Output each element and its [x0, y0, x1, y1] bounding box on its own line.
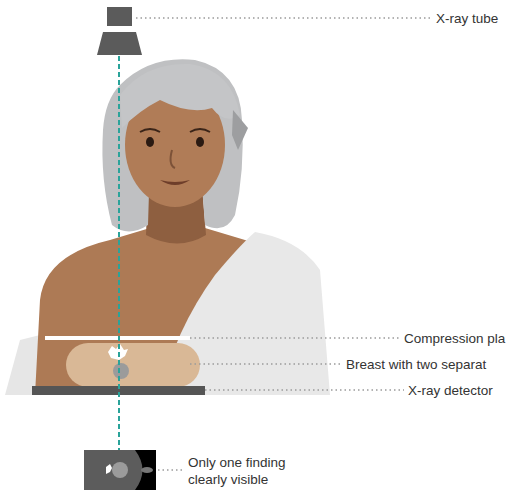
mammogram-image	[84, 450, 156, 490]
leader-line	[190, 337, 400, 339]
part-label: Compression pla	[404, 330, 505, 347]
tube-housing	[107, 7, 132, 26]
leader-line	[205, 389, 404, 391]
hair-fringe	[120, 64, 240, 128]
mouth	[160, 180, 190, 185]
part-label: X-ray tube	[436, 10, 498, 27]
leader-line	[136, 17, 432, 19]
part-label: Breast with two separat	[346, 356, 486, 373]
finding-round	[113, 363, 129, 379]
leader-line	[158, 469, 184, 471]
result-note: Only one finding clearly visible	[188, 454, 328, 488]
leader-line	[190, 363, 342, 365]
part-label: X-ray detector	[408, 382, 493, 399]
tube-collimator	[97, 32, 142, 55]
image-finding	[112, 462, 128, 478]
hair-shadow	[232, 110, 248, 150]
x-ray-beam	[118, 56, 120, 470]
eye	[196, 137, 204, 147]
eye	[146, 137, 154, 147]
compression-plate	[45, 336, 190, 340]
breast	[66, 343, 200, 387]
hair	[102, 59, 242, 231]
